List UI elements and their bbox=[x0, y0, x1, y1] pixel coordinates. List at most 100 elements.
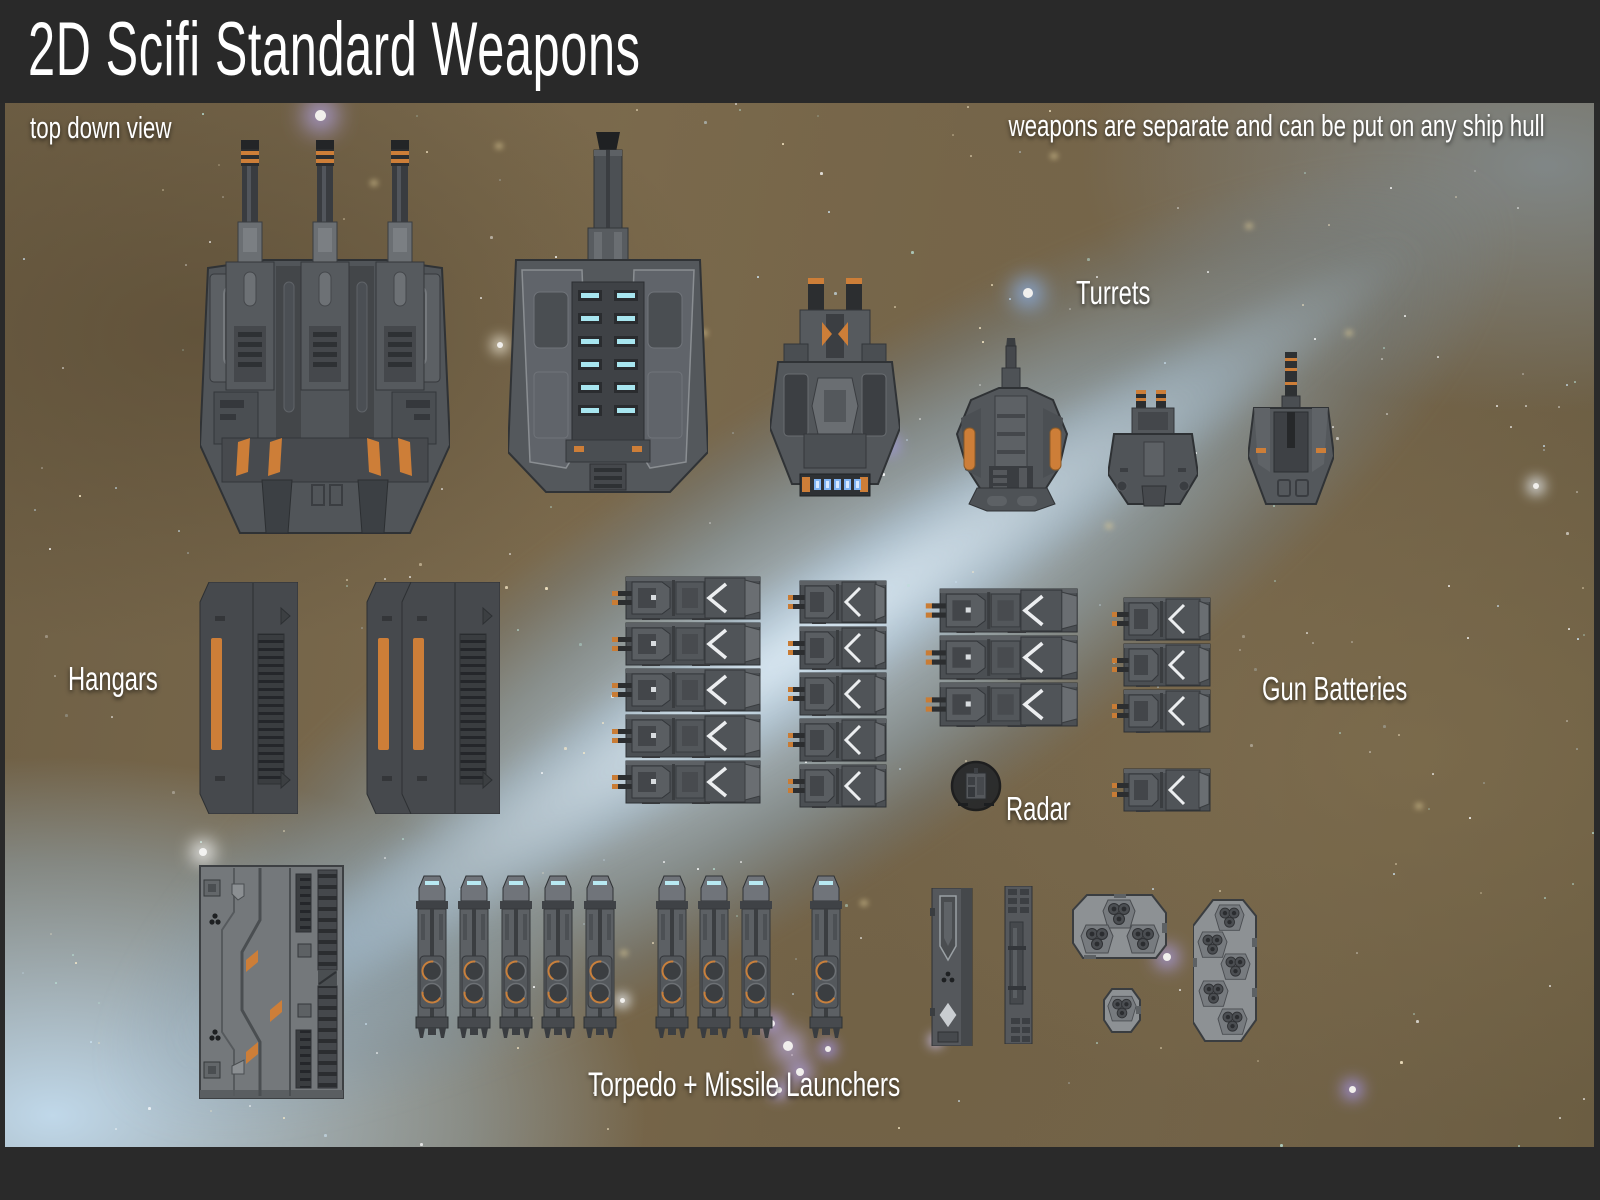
star bbox=[882, 473, 885, 476]
star bbox=[1302, 304, 1304, 306]
star bbox=[1164, 362, 1166, 364]
nebula-blob bbox=[860, 900, 868, 906]
star bbox=[970, 155, 972, 157]
gun-battery-single-module bbox=[1112, 768, 1212, 812]
star bbox=[283, 1117, 285, 1119]
star bbox=[663, 861, 665, 863]
star bbox=[1306, 632, 1308, 634]
star bbox=[533, 986, 535, 988]
missile-silo-slim-sprite bbox=[1003, 886, 1034, 1044]
star bbox=[757, 276, 759, 278]
star bbox=[115, 487, 117, 489]
star bbox=[1566, 720, 1568, 722]
star bbox=[72, 954, 74, 956]
star bbox=[583, 923, 585, 925]
label-turrets: Turrets bbox=[1076, 274, 1151, 311]
star bbox=[1576, 748, 1578, 750]
star bbox=[365, 1023, 367, 1025]
star bbox=[98, 1042, 100, 1044]
star bbox=[1069, 131, 1071, 133]
star bbox=[1369, 751, 1371, 753]
star bbox=[172, 791, 175, 794]
star bbox=[1009, 298, 1011, 300]
star bbox=[1400, 1061, 1403, 1064]
star bbox=[967, 106, 969, 108]
bright-star bbox=[314, 109, 326, 121]
hangar-door-single-sprite bbox=[195, 582, 298, 814]
star bbox=[1413, 1013, 1415, 1015]
missile-pod-3-sprite bbox=[1072, 893, 1167, 960]
star bbox=[740, 861, 742, 863]
hangar-door-double-sprite bbox=[362, 582, 500, 814]
star bbox=[602, 722, 604, 724]
star bbox=[1416, 1020, 1419, 1023]
star bbox=[593, 1092, 595, 1094]
star bbox=[1393, 873, 1395, 875]
star bbox=[441, 488, 443, 490]
star bbox=[952, 134, 954, 136]
gun-battery-column-3 bbox=[925, 588, 1080, 728]
torpedo-single-sprite bbox=[806, 874, 846, 1059]
star bbox=[828, 211, 830, 213]
star bbox=[419, 563, 422, 566]
star bbox=[283, 830, 285, 832]
star bbox=[98, 1002, 100, 1004]
star bbox=[704, 121, 707, 124]
star bbox=[420, 1143, 423, 1146]
missile-pod-5-sprite bbox=[1193, 898, 1257, 1043]
star bbox=[1207, 271, 1209, 273]
star bbox=[735, 103, 737, 105]
bright-star bbox=[497, 342, 503, 348]
star bbox=[343, 218, 345, 220]
medium-twin-barrel-turret-sprite bbox=[770, 278, 900, 508]
star bbox=[1398, 734, 1400, 736]
star bbox=[1559, 1117, 1561, 1119]
star bbox=[979, 384, 981, 386]
star bbox=[1383, 347, 1385, 349]
star bbox=[1381, 358, 1383, 360]
star bbox=[23, 258, 25, 260]
star bbox=[1356, 952, 1358, 954]
torpedo-rack-5-sprite bbox=[412, 874, 620, 1059]
star bbox=[1160, 1047, 1162, 1049]
star bbox=[860, 937, 862, 939]
star bbox=[384, 857, 386, 859]
star bbox=[607, 1128, 609, 1130]
star bbox=[899, 768, 901, 770]
star bbox=[90, 1041, 92, 1043]
note-top-down-view: top down view bbox=[30, 110, 172, 145]
star bbox=[1437, 356, 1439, 358]
star bbox=[178, 530, 180, 532]
bright-star bbox=[1023, 288, 1033, 298]
star bbox=[1280, 1144, 1283, 1147]
star bbox=[1152, 888, 1154, 890]
star bbox=[148, 1107, 151, 1110]
bright-star bbox=[796, 1068, 804, 1076]
star bbox=[583, 752, 585, 754]
star bbox=[782, 143, 784, 145]
star bbox=[409, 576, 411, 578]
star bbox=[22, 972, 24, 974]
star bbox=[1339, 732, 1341, 734]
star bbox=[1432, 773, 1434, 775]
star bbox=[1386, 413, 1388, 415]
bright-star bbox=[1348, 1085, 1356, 1093]
star bbox=[805, 761, 807, 763]
star bbox=[218, 164, 220, 166]
star bbox=[202, 113, 204, 115]
star bbox=[1583, 1098, 1585, 1100]
star bbox=[991, 284, 993, 286]
star bbox=[1068, 1082, 1070, 1084]
star bbox=[45, 635, 48, 638]
bright-star bbox=[825, 1046, 831, 1052]
radar-dome-sprite bbox=[950, 760, 1002, 812]
star bbox=[791, 1054, 793, 1056]
star bbox=[50, 933, 52, 935]
star bbox=[1483, 782, 1485, 784]
star bbox=[541, 772, 543, 774]
star bbox=[817, 115, 819, 117]
star bbox=[1544, 897, 1546, 899]
star bbox=[972, 571, 974, 573]
star bbox=[1351, 641, 1353, 643]
nebula-blob bbox=[620, 950, 628, 956]
